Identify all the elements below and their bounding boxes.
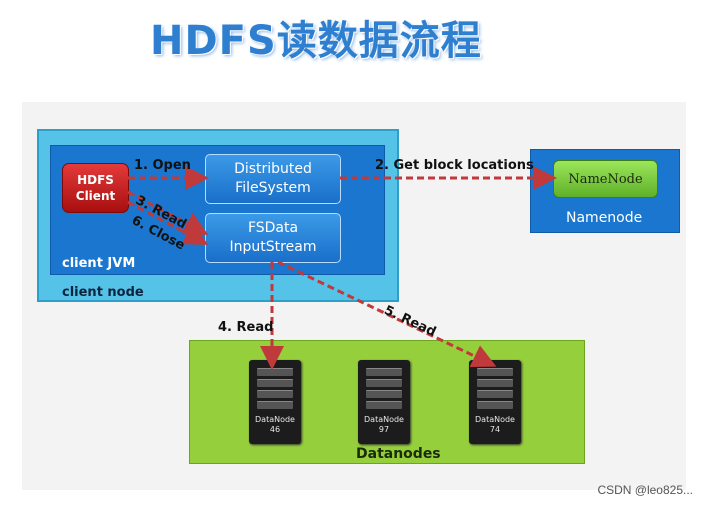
- arrow-read5: [277, 260, 497, 368]
- page-title: HDFS读数据流程: [150, 18, 482, 64]
- fsdata-inputstream-line1: FSData: [247, 220, 299, 236]
- hdfs-client-line2: Client: [75, 189, 116, 203]
- namenode-box: NameNode: [553, 160, 658, 198]
- step-open-label: 1. Open: [134, 158, 191, 173]
- distributed-filesystem-line2: FileSystem: [235, 180, 311, 196]
- datanodes-panel-label: Datanodes: [356, 446, 441, 462]
- distributed-filesystem-line1: Distributed: [234, 161, 312, 177]
- namenode-panel-label: Namenode: [566, 210, 643, 226]
- step-get-block-label: 2. Get block locations: [375, 158, 534, 173]
- hdfs-client-box: HDFS Client: [62, 163, 129, 213]
- fsdata-inputstream-box: FSData InputStream: [205, 213, 341, 263]
- client-jvm-label: client JVM: [62, 256, 136, 271]
- client-node-label: client node: [62, 285, 144, 300]
- arrow-close: [127, 200, 209, 245]
- watermark: CSDN @leo825...: [597, 483, 693, 497]
- distributed-filesystem-box: Distributed FileSystem: [205, 154, 341, 204]
- fsdata-inputstream-line2: InputStream: [229, 239, 317, 255]
- step-read4-label: 4. Read: [218, 320, 274, 335]
- hdfs-client-line1: HDFS: [77, 173, 114, 187]
